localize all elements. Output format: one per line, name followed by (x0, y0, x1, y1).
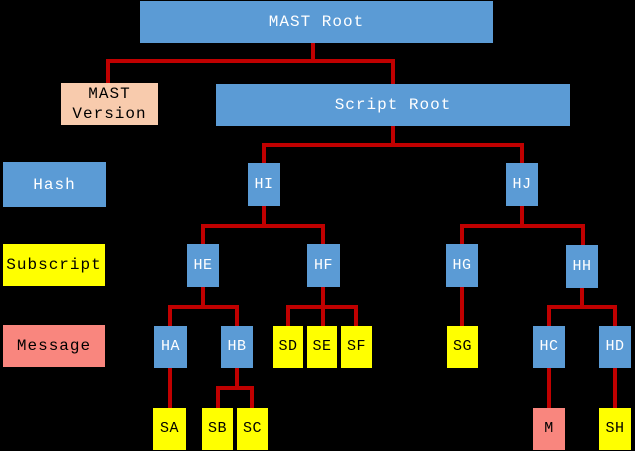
connector-segment (613, 305, 617, 326)
connector-segment (581, 224, 585, 245)
legend-hash: Hash (3, 162, 106, 207)
connector-segment (311, 43, 315, 63)
connector-segment (460, 224, 464, 244)
connector-segment (460, 224, 585, 228)
connector-segment (235, 305, 239, 326)
node-hc: HC (533, 326, 565, 368)
connector-segment (216, 386, 220, 408)
connector-segment (520, 143, 524, 163)
node-sa: SA (153, 408, 186, 450)
node-he: HE (187, 244, 219, 287)
node-hd: HD (599, 326, 631, 368)
connector-segment (547, 305, 551, 326)
node-mast-root: MAST Root (140, 1, 493, 43)
node-hj: HJ (506, 163, 538, 206)
node-hg: HG (446, 244, 478, 287)
legend-subscript: Subscript (3, 244, 105, 286)
connector-segment (321, 224, 325, 244)
connector-segment (262, 143, 266, 163)
node-script-root: Script Root (216, 84, 570, 126)
connector-segment (168, 305, 239, 309)
connector-segment (286, 305, 358, 309)
connector-segment (580, 288, 584, 309)
connector-segment (262, 143, 524, 147)
node-hb: HB (221, 326, 253, 368)
node-hf: HF (307, 244, 340, 287)
node-m: M (533, 408, 565, 450)
connector-segment (106, 59, 110, 83)
connector-segment (391, 59, 395, 84)
node-sb: SB (202, 408, 233, 450)
connector-segment (547, 368, 551, 408)
node-ha: HA (154, 326, 187, 368)
connector-segment (262, 206, 266, 228)
node-hi: HI (248, 163, 280, 206)
connector-segment (460, 287, 464, 326)
connector-segment (547, 305, 617, 309)
connector-segment (235, 368, 239, 390)
legend-message: Message (3, 325, 105, 367)
node-se: SE (307, 326, 337, 368)
connector-segment (613, 368, 617, 408)
connector-segment (354, 305, 358, 326)
connector-segment (391, 126, 395, 147)
node-mast-version: MAST Version (61, 83, 158, 125)
node-sf: SF (341, 326, 372, 368)
connector-segment (201, 287, 205, 309)
connector-segment (286, 305, 290, 326)
connector-segment (216, 386, 254, 390)
connector-segment (250, 386, 254, 408)
connector-segment (520, 206, 524, 228)
connector-segment (106, 59, 395, 63)
node-hh: HH (566, 245, 598, 288)
node-sg: SG (447, 326, 478, 368)
connector-segment (168, 305, 172, 326)
node-sh: SH (599, 408, 631, 450)
node-sc: SC (237, 408, 268, 450)
node-sd: SD (273, 326, 303, 368)
connector-segment (201, 224, 325, 228)
connector-segment (168, 368, 172, 408)
connector-segment (201, 224, 205, 244)
